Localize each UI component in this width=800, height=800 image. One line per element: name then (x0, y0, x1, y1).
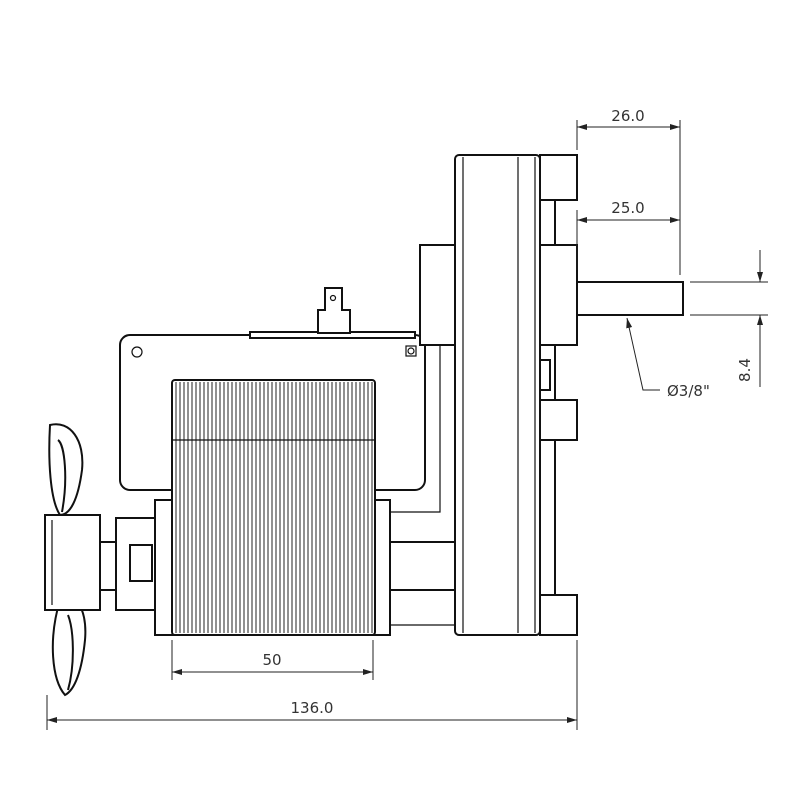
shaft-diameter-callout: Ø3/8" (667, 382, 710, 400)
dim-shaft-length-exposed: 25.0 (611, 199, 644, 217)
fan (44, 423, 101, 697)
dim-overall-length: 136.0 (291, 699, 334, 717)
dim-coil-width: 50 (262, 651, 281, 669)
dim-shaft-diameter: 8.4 (736, 358, 754, 382)
dimension-lines (46, 120, 768, 730)
terminal-tab (317, 287, 351, 334)
motor-coil (171, 379, 376, 636)
gearbox (419, 154, 578, 636)
dim-shaft-length-total: 26.0 (611, 107, 644, 125)
output-shaft (576, 281, 684, 316)
